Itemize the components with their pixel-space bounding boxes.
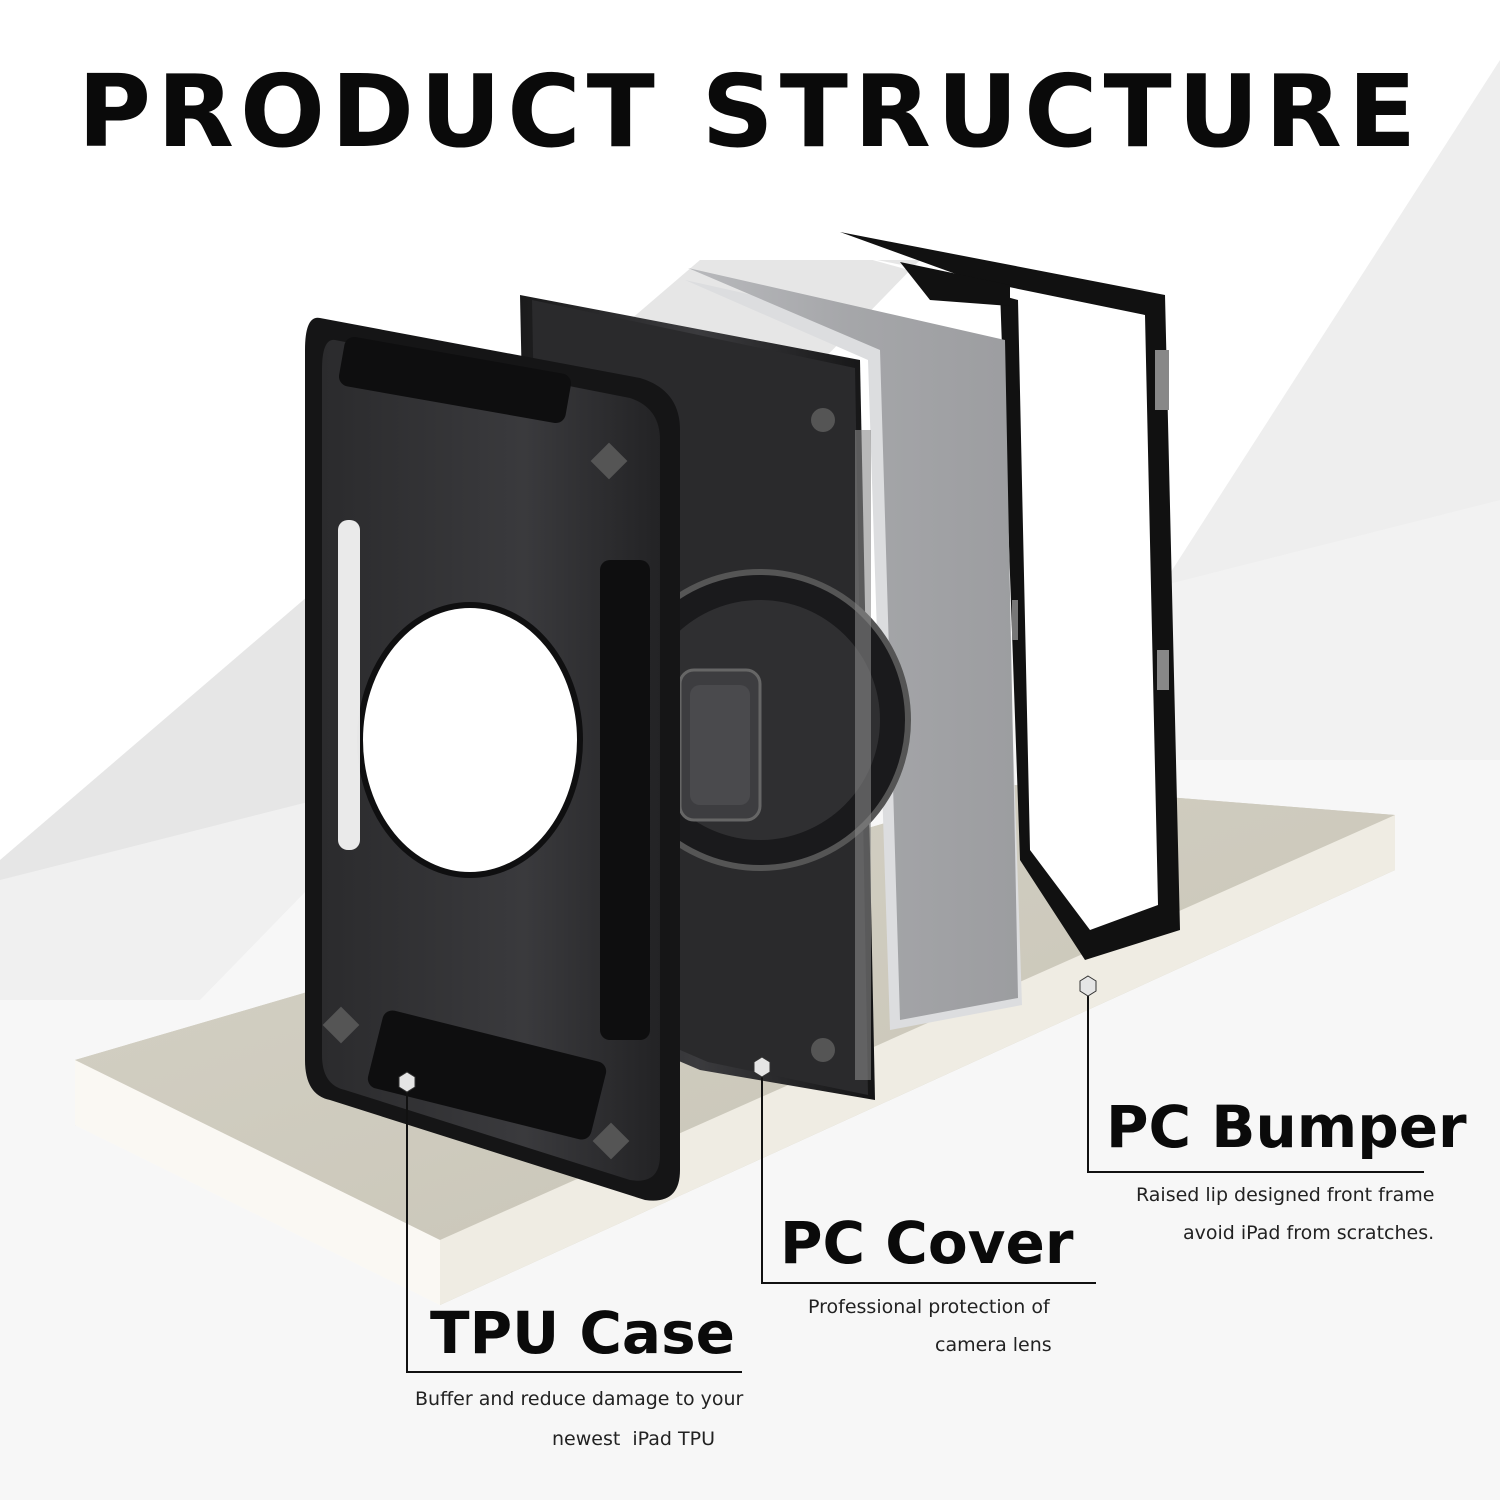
page-title: PRODUCT STRUCTURE [77, 53, 1423, 170]
tpu-desc-line1: Buffer and reduce damage to your [415, 1388, 744, 1410]
cover-desc-line2: camera lens [935, 1334, 1052, 1356]
tpu-heading: TPU Case [430, 1299, 735, 1367]
cover-desc-line1: Professional protection of [808, 1296, 1050, 1318]
marker-cover-icon [753, 1056, 771, 1078]
tpu-case [305, 317, 680, 1201]
cover-heading: PC Cover [780, 1209, 1074, 1277]
tablet [685, 268, 1022, 1030]
marker-bumper-icon [1079, 975, 1097, 997]
tpu-desc-line2: newest iPad TPU [552, 1428, 715, 1450]
bumper-heading: PC Bumper [1106, 1093, 1467, 1161]
callout-cover [761, 1070, 1096, 1284]
bumper-desc-line1: Raised lip designed front frame [1136, 1184, 1435, 1206]
marker-tpu-icon [398, 1071, 416, 1093]
callout-tpu [406, 1085, 742, 1373]
bumper-desc-line2: avoid iPad from scratches. [1183, 1222, 1435, 1244]
pc-bumper-frame [840, 232, 1180, 960]
callout-bumper [1087, 990, 1424, 1173]
